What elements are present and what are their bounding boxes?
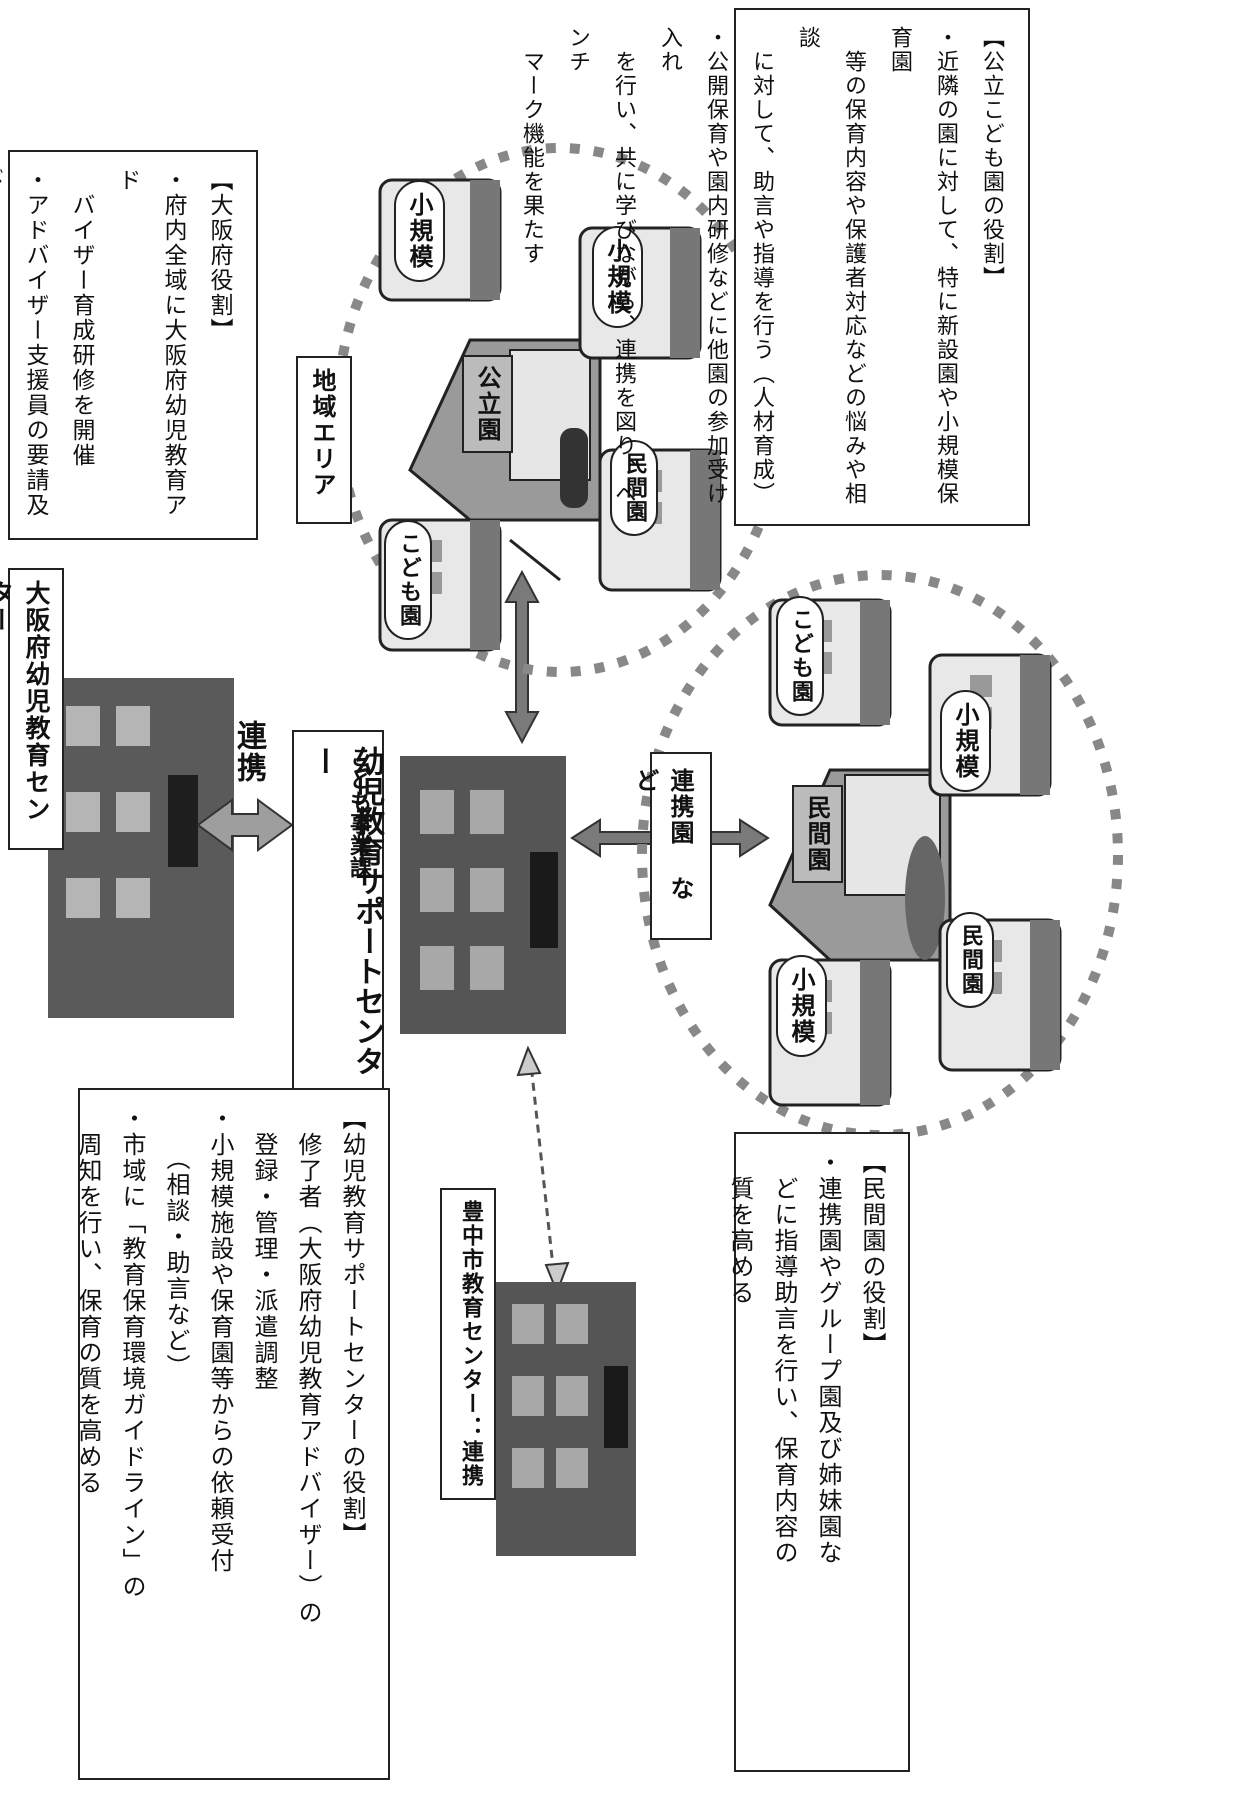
school-label-minkan-main: 民間園 — [792, 785, 843, 883]
region-arrow — [506, 572, 538, 742]
public-role-note: 【公立こども園の役割】 ・近隣の園に対して、特に新設園や小規模保育園 等の保育内… — [734, 8, 1030, 526]
renkei-label: 連携園 など — [650, 752, 712, 940]
school-label-shoukibo-3: 小規模 — [940, 690, 991, 792]
city-link-arrow — [518, 1048, 568, 1292]
school-label-shoukibo-4: 小規模 — [776, 955, 827, 1057]
school-label-shoukibo-1: 小規模 — [394, 180, 445, 282]
support-center-building — [400, 756, 566, 1034]
support-role-note: 【幼児教育サポートセンターの役割】 修了者（大阪府幼児教育アドバイザー）の 登録… — [78, 1088, 390, 1780]
school-label-minkan-2: 民間園 — [946, 912, 994, 1008]
city-center-building — [496, 1282, 636, 1556]
region-label: 地域エリア — [296, 356, 352, 524]
private-role-note: 【民間園の役割】 ・連携園やグループ園及び姉妹園な どに指導助言を行い、保育内容… — [734, 1132, 910, 1772]
prefecture-center-building — [48, 678, 234, 1018]
support-center-name: 幼児教育サポートセンター — [300, 746, 388, 1090]
prefecture-center-label: 大阪府幼児教育センター — [8, 568, 64, 850]
link-label: 連携 — [226, 720, 270, 784]
school-label-kodomo-1: こども園 — [384, 520, 432, 640]
support-center-label: こども事業課 幼児教育サポートセンター — [292, 730, 384, 1092]
school-label-kouritsu: 公立園 — [462, 355, 513, 453]
city-center-label: 豊中市教育センター：連携 — [440, 1188, 496, 1500]
school-label-kodomo-2: こども園 — [776, 596, 824, 716]
osaka-role-note: 【大阪府役割】 ・府内全域に大阪府幼児教育アド バイザー育成研修を開催 ・アドバ… — [8, 150, 258, 540]
